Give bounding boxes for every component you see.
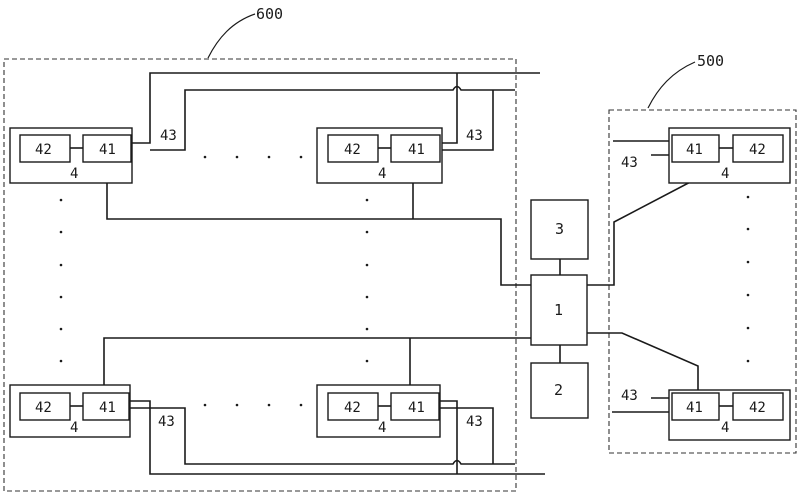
ellipsis-dot — [59, 359, 63, 363]
module-part-a-label: 41 — [408, 400, 425, 416]
ellipsis-dot — [365, 198, 369, 202]
wire-label-43: 43 — [466, 128, 483, 144]
module-right-top: 41 42 4 — [668, 127, 791, 184]
module-unit-label: 4 — [70, 420, 78, 436]
ellipsis-dots — [59, 155, 750, 407]
module-unit-label: 4 — [721, 420, 729, 436]
wire-top-right-module-b — [442, 90, 494, 151]
module-top-right: 42 41 4 — [316, 127, 443, 184]
ellipsis-dot — [203, 155, 207, 159]
wire-bottom-right-module-a — [440, 400, 458, 474]
ellipsis-dot — [59, 327, 63, 331]
wire-label-43: 43 — [621, 155, 638, 171]
wire-bottom-to-controller — [103, 337, 531, 385]
ellipsis-dot — [365, 327, 369, 331]
module-part-a-label: 41 — [99, 400, 116, 416]
wire-label-43: 43 — [158, 414, 175, 430]
ellipsis-dot — [746, 293, 750, 297]
wire-top-bus-a — [132, 72, 540, 144]
controller-unit-1-label: 1 — [554, 301, 563, 319]
module-unit-label: 4 — [721, 166, 729, 182]
ellipsis-dot — [267, 155, 271, 159]
ellipsis-dot — [746, 359, 750, 363]
group-600-leader — [207, 13, 256, 59]
ellipsis-dot — [746, 326, 750, 330]
unit-2: 2 — [530, 362, 589, 419]
group-500-label: 500 — [697, 52, 724, 70]
wire-label-43: 43 — [160, 128, 177, 144]
module-part-a-label: 41 — [686, 400, 703, 416]
ellipsis-dot — [746, 260, 750, 264]
module-bottom-right: 42 41 4 — [316, 384, 441, 438]
wire-label-43: 43 — [466, 414, 483, 430]
ellipsis-dot — [299, 155, 303, 159]
module-unit-label: 4 — [378, 420, 386, 436]
wire-top-bus-b — [150, 85, 515, 151]
ellipsis-dot — [365, 359, 369, 363]
controller-unit-1: 1 — [530, 274, 588, 346]
module-part-b-label: 42 — [35, 142, 52, 158]
group-500-frame — [608, 109, 797, 454]
ellipsis-dot — [59, 230, 63, 234]
module-part-a-label: 41 — [408, 142, 425, 158]
module-bottom-left: 42 41 4 — [9, 384, 131, 438]
group-600-label: 600 — [256, 5, 283, 23]
ellipsis-dot — [365, 263, 369, 267]
module-top-left: 42 41 4 — [9, 127, 133, 184]
ellipsis-dot — [235, 403, 239, 407]
wire-bottom-right-module-b — [440, 407, 494, 464]
ellipsis-dot — [203, 403, 207, 407]
ellipsis-dot — [299, 403, 303, 407]
module-right-bottom: 41 42 4 — [668, 389, 791, 441]
group-500-leader — [647, 61, 696, 109]
group-600-frame — [3, 58, 517, 492]
wire-bottom-bus-b — [130, 407, 515, 465]
ellipsis-dot — [365, 230, 369, 234]
unit-3: 3 — [530, 199, 589, 260]
ellipsis-dot — [59, 198, 63, 202]
ellipsis-dot — [267, 403, 271, 407]
wire-controller-right-bottom — [587, 332, 699, 390]
module-part-a-label: 41 — [686, 142, 703, 158]
wire-label-43: 43 — [621, 388, 638, 404]
ellipsis-dot — [59, 295, 63, 299]
ellipsis-dot — [235, 155, 239, 159]
module-part-b-label: 42 — [35, 400, 52, 416]
module-unit-label: 4 — [70, 166, 78, 182]
ellipsis-dot — [746, 195, 750, 199]
module-part-b-label: 42 — [344, 400, 361, 416]
wire-bottom-bus-a — [130, 400, 545, 475]
unit-2-label: 2 — [554, 381, 563, 399]
module-part-b-label: 42 — [749, 400, 766, 416]
ellipsis-dot — [365, 295, 369, 299]
ellipsis-dot — [746, 227, 750, 231]
module-part-b-label: 42 — [344, 142, 361, 158]
wire-top-right-module-a — [442, 73, 458, 144]
module-unit-label: 4 — [378, 166, 386, 182]
module-part-b-label: 42 — [749, 142, 766, 158]
wire-top-to-controller — [106, 165, 531, 286]
ellipsis-dot — [59, 263, 63, 267]
module-part-a-label: 41 — [99, 142, 116, 158]
unit-3-label: 3 — [555, 220, 564, 238]
